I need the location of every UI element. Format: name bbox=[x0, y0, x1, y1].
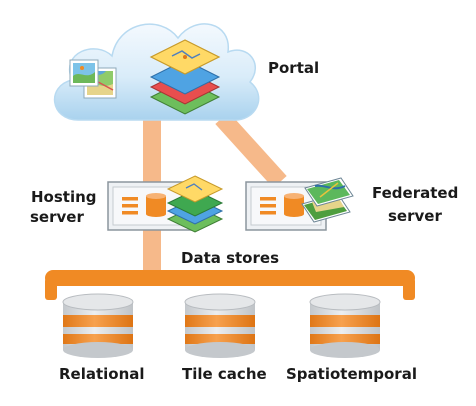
federated-server-label-line1: Federated bbox=[372, 184, 459, 202]
database-icon bbox=[284, 193, 304, 217]
portal-label: Portal bbox=[268, 59, 320, 77]
hosting-server-label-line2: server bbox=[30, 208, 84, 226]
spatiotemporal-label: Spatiotemporal bbox=[286, 365, 417, 383]
server-icon bbox=[260, 197, 276, 215]
federated-server-label-line2: server bbox=[388, 207, 442, 225]
data-stores-label: Data stores bbox=[181, 249, 279, 267]
hosting-server-label-line1: Hosting bbox=[31, 188, 97, 206]
layer-stack-icon bbox=[149, 39, 221, 115]
spatiotemporal-database-icon bbox=[309, 293, 381, 358]
tile-cache-database-icon bbox=[184, 293, 256, 358]
map-thumbnail-icon bbox=[69, 59, 117, 99]
tile-cache-label: Tile cache bbox=[182, 365, 267, 383]
database-icon bbox=[146, 193, 166, 217]
data-stores-bracket bbox=[45, 270, 415, 300]
relational-label: Relational bbox=[59, 365, 145, 383]
server-icon bbox=[122, 197, 138, 215]
relational-database-icon bbox=[62, 293, 134, 358]
map-thumbnail-icon bbox=[301, 177, 354, 223]
layer-stack-icon bbox=[166, 175, 224, 233]
connector-portal-to-federated bbox=[215, 111, 287, 189]
